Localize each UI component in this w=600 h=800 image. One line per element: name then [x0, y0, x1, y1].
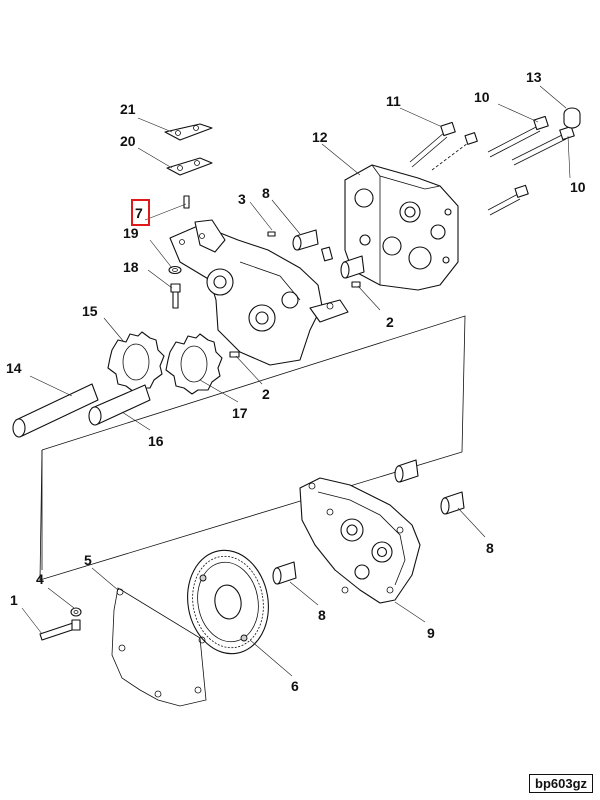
callout-17: 17 [232, 405, 248, 421]
pin-7 [183, 195, 190, 209]
washer-4 [70, 607, 82, 617]
bolt-18 [170, 283, 181, 309]
highlight-box-callout-7 [131, 199, 150, 226]
callout-18: 18 [123, 259, 139, 275]
callout-12: 12 [312, 129, 328, 145]
bushing-8-right-top [394, 459, 419, 483]
callout-11: 11 [386, 93, 401, 109]
callout-8-right: 8 [486, 540, 494, 556]
callout-6: 6 [291, 678, 299, 694]
bushing-8-mid [340, 255, 365, 279]
plate-20 [166, 157, 213, 176]
callout-8-top: 8 [262, 185, 270, 201]
callout-9: 9 [427, 625, 435, 641]
callout-10-right: 10 [570, 179, 586, 195]
pump-body [169, 219, 349, 366]
cover-plate-5 [111, 587, 207, 707]
callout-10-top: 10 [474, 89, 490, 105]
leader-lines [21, 85, 571, 677]
cover-housing-9 [299, 477, 421, 604]
callout-7: 7 [135, 205, 143, 221]
callout-16: 16 [148, 433, 164, 449]
callout-19: 19 [123, 225, 139, 241]
callout-4: 4 [36, 571, 44, 587]
gear-15 [107, 331, 165, 393]
callout-2-right: 2 [386, 314, 394, 330]
shaft-14 [12, 383, 99, 438]
gear-6 [187, 549, 269, 655]
callout-labels: 21 20 7 19 18 3 8 12 11 10 13 10 2 15 14… [6, 69, 586, 694]
callout-3: 3 [238, 191, 246, 207]
plate-21 [164, 123, 213, 141]
callout-15: 15 [82, 303, 98, 319]
assembly-guide-lines [39, 315, 466, 581]
dowel-pins-2 [229, 231, 361, 358]
bushing-8-upper [292, 229, 319, 251]
pump-housing-12 [344, 164, 459, 291]
bushing-8-right [440, 491, 465, 515]
bolt-1 [39, 619, 81, 641]
gear-17 [165, 333, 223, 395]
reference-code-label: bp603gz [529, 774, 594, 793]
callout-20: 20 [120, 133, 136, 149]
washer-19 [168, 265, 182, 275]
callout-1: 1 [10, 592, 18, 608]
callout-8-bottom: 8 [318, 607, 326, 623]
bushing-8-left [272, 561, 297, 585]
callout-21: 21 [120, 101, 136, 117]
callout-13: 13 [526, 69, 542, 85]
shaft-16 [88, 384, 151, 426]
callout-14: 14 [6, 360, 22, 376]
callout-5: 5 [84, 552, 92, 568]
long-bolts-10-11 [409, 115, 575, 216]
cap-13 [563, 107, 581, 129]
callout-2-mid: 2 [262, 386, 270, 402]
